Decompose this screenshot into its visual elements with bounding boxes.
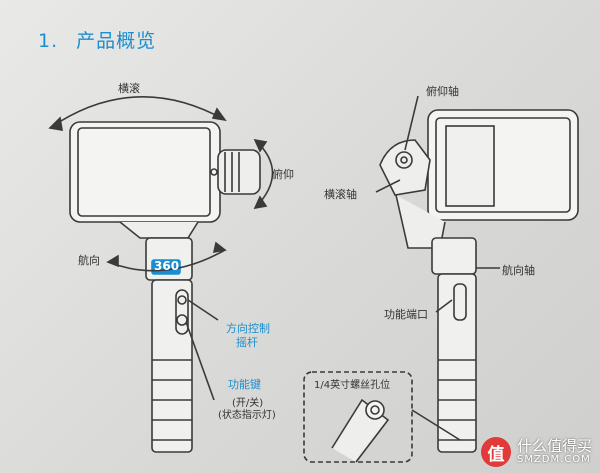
screw-callout-box	[303, 371, 413, 463]
roll-arc-arrow	[49, 96, 226, 129]
roll-label: 横滚	[118, 82, 140, 95]
section-heading: 产品概览	[76, 30, 157, 52]
right-handle	[437, 273, 477, 453]
power-sub1: (开/关)	[232, 398, 264, 409]
watermark: 值 什么值得买 SMZDM.COM	[480, 437, 592, 467]
section-number: 1.	[38, 30, 59, 52]
right-gimbal-drawing	[303, 95, 579, 463]
phone-body	[69, 121, 221, 223]
roll-axis-label: 横滚轴	[324, 188, 357, 201]
port-leader	[435, 299, 453, 313]
yaw-axis-label: 航向轴	[502, 264, 535, 277]
yaw-arc-arrow	[107, 249, 226, 272]
joystick-leader	[187, 299, 219, 321]
roll-axis-leader	[375, 179, 401, 193]
watermark-logo: 值	[480, 437, 511, 467]
power-leader	[185, 321, 215, 401]
gimbal-arm	[119, 221, 199, 239]
joystick-label-line2: 摇杆	[236, 336, 258, 349]
joystick-label-line1: 方向控制	[226, 322, 270, 335]
power-label: 功能键	[228, 378, 261, 391]
watermark-cn: 什么值得买	[516, 437, 592, 455]
yaw-label: 航向	[78, 254, 100, 267]
port-label: 功能端口	[384, 308, 428, 321]
power-sub2: (状态指示灯)	[218, 410, 276, 421]
pitch-label: 俯仰	[272, 168, 294, 181]
section-title: 1. 产品概览	[38, 26, 156, 53]
screw-label: 1/4英寸螺丝孔位	[314, 380, 391, 391]
watermark-en: SMZDM.COM	[516, 454, 591, 465]
right-yaw-motor	[431, 237, 477, 275]
pitch-axis-leader	[404, 95, 419, 151]
left-gimbal-drawing	[48, 96, 274, 453]
pitch-axis-label: 俯仰轴	[426, 85, 459, 98]
right-roll-arm	[395, 194, 446, 249]
handle	[151, 279, 193, 453]
badge-360: 360	[154, 259, 180, 273]
